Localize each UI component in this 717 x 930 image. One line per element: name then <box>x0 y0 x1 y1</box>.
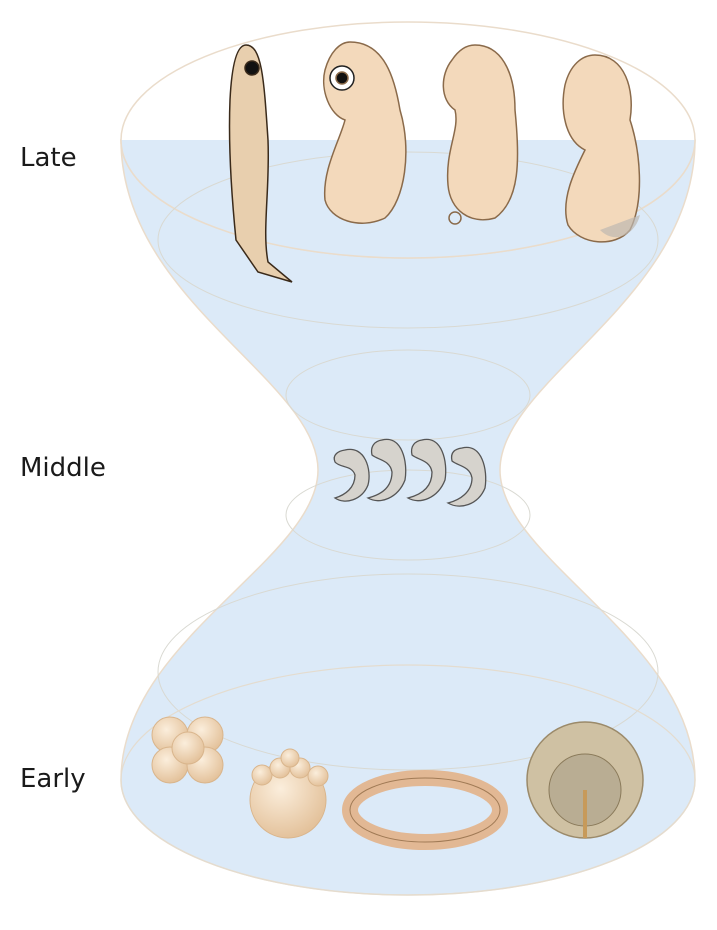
human-embryo <box>562 54 641 243</box>
cleavage-embryo <box>151 716 224 784</box>
layer-ring <box>285 469 531 561</box>
morula-embryo <box>249 748 329 839</box>
stage-label-late: Late <box>20 143 77 173</box>
pig-embryo <box>442 44 519 225</box>
layer-ring <box>285 349 531 441</box>
gastrula-embryo <box>526 721 644 839</box>
bottom-rim <box>120 664 696 896</box>
layer-ring <box>157 573 659 771</box>
stage-label-middle: Middle <box>20 453 106 483</box>
stage-label-early: Early <box>20 764 86 794</box>
chick-embryo <box>323 41 407 224</box>
layer-ring <box>157 151 659 329</box>
fish-embryo <box>228 44 293 283</box>
blastula-ring <box>342 770 508 850</box>
middle-embryos <box>333 438 487 507</box>
